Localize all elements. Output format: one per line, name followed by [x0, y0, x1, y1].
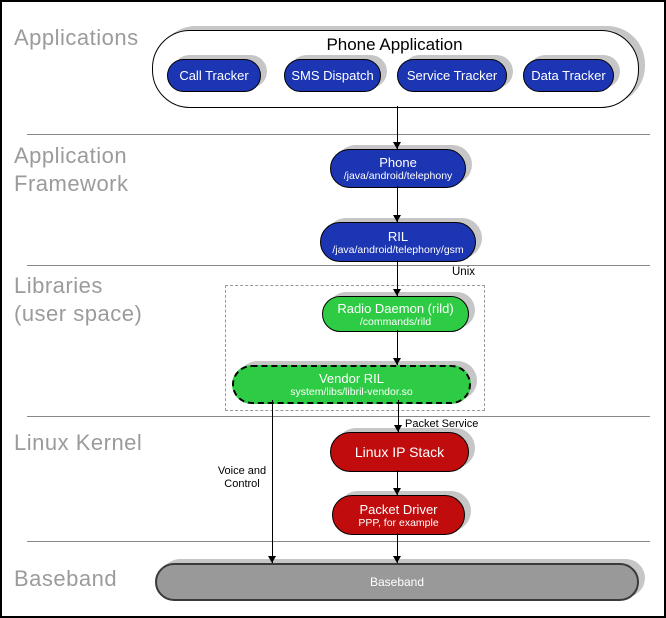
node-call-tracker-label: Call Tracker — [179, 68, 249, 83]
arrow-phone-to-ril — [397, 186, 398, 222]
arrowhead-radio-daemon-to-vendor-ril — [393, 358, 401, 365]
node-phone-subtitle: /java/android/telephony — [343, 170, 453, 182]
node-packet-driver-subtitle: PPP, for example — [358, 516, 439, 529]
layer-label-application-framework: Application Framework — [14, 142, 129, 198]
node-data-tracker: Data Tracker — [523, 59, 614, 92]
arrowhead-vendor-ril-to-ip-stack — [394, 425, 402, 432]
unix-group-label: Unix — [452, 266, 476, 278]
node-ril-title: RIL — [387, 228, 409, 244]
arrowhead-ip-stack-to-packet-driver — [393, 488, 401, 495]
layer-label-baseband-text: Baseband — [14, 566, 118, 591]
divider-kernel-baseband — [27, 541, 650, 542]
node-radio-daemon-title: Radio Daemon (rild) — [337, 300, 454, 316]
node-call-tracker: Call Tracker — [167, 59, 261, 92]
divider-framework-libraries — [27, 265, 650, 266]
node-phone: Phone /java/android/telephony — [330, 149, 466, 188]
node-data-tracker-label: Data Tracker — [531, 68, 606, 83]
arrow-radio-daemon-to-vendor-ril — [397, 330, 398, 365]
node-service-tracker: Service Tracker — [397, 59, 507, 92]
arrow-vendor-ril-to-baseband-voice — [272, 400, 273, 563]
node-packet-driver: Packet Driver PPP, for example — [332, 495, 465, 535]
arrowhead-phone-to-ril — [393, 215, 401, 222]
node-radio-daemon-subtitle: /commands/rild — [359, 315, 432, 328]
divider-libraries-kernel — [27, 416, 650, 417]
layer-label-kernel-text: Linux Kernel — [14, 430, 143, 455]
node-linux-ip-stack: Linux IP Stack — [330, 432, 469, 472]
edge-label-voice-and-control: Voice and Control — [207, 465, 277, 490]
arrow-packet-driver-to-baseband — [397, 533, 398, 563]
node-service-tracker-label: Service Tracker — [406, 68, 498, 83]
node-radio-daemon: Radio Daemon (rild) /commands/rild — [322, 296, 469, 332]
arrow-ip-stack-to-packet-driver — [397, 470, 398, 495]
node-vendor-ril-subtitle: system/libs/libril-vendor.so — [290, 386, 413, 398]
edge-label-packet-service: Packet Service — [405, 418, 479, 430]
node-ril: RIL /java/android/telephony/gsm — [320, 222, 476, 262]
arrow-vendor-ril-to-ip-stack — [398, 400, 399, 432]
arrowhead-ril-to-radio-daemon — [393, 289, 401, 296]
arrowhead-vendor-ril-to-baseband-voice — [268, 556, 276, 563]
node-baseband-bar-label: Baseband — [369, 575, 425, 589]
node-vendor-ril: Vendor RIL system/libs/libril-vendor.so — [232, 365, 471, 404]
node-sms-dispatch: SMS Dispatch — [284, 59, 381, 92]
layer-label-applications-text: Applications — [14, 25, 139, 50]
arrow-phoneapp-to-phone — [397, 106, 398, 149]
node-packet-driver-title: Packet Driver — [359, 501, 438, 517]
layer-label-libraries-line2: (user space) — [14, 301, 143, 326]
layer-label-libraries-line1: Libraries — [14, 273, 103, 298]
layer-label-framework-line2: Framework — [14, 171, 129, 196]
phone-application-title: Phone Application — [326, 35, 463, 54]
node-vendor-ril-title: Vendor RIL — [318, 371, 385, 386]
layer-label-baseband: Baseband — [14, 565, 117, 593]
arrowhead-phoneapp-to-phone — [393, 142, 401, 149]
layer-label-framework-line1: Application — [14, 143, 128, 168]
edge-label-voice-line1: Voice and — [217, 465, 267, 477]
node-baseband-bar: Baseband — [155, 563, 639, 601]
arrowhead-packet-driver-to-baseband — [393, 556, 401, 563]
edge-label-voice-line2: Control — [224, 477, 260, 490]
unix-group-box — [225, 285, 485, 411]
node-sms-dispatch-label: SMS Dispatch — [291, 68, 374, 83]
layer-label-linux-kernel: Linux Kernel — [14, 429, 142, 457]
layer-label-libraries: Libraries (user space) — [14, 272, 142, 328]
node-linux-ip-stack-title: Linux IP Stack — [354, 444, 445, 460]
node-phone-title: Phone — [379, 155, 417, 170]
arrow-ril-to-radio-daemon — [397, 260, 398, 296]
node-ril-subtitle: /java/android/telephony/gsm — [332, 243, 464, 256]
divider-applications-framework — [27, 134, 650, 135]
layer-label-applications: Applications — [14, 24, 139, 52]
